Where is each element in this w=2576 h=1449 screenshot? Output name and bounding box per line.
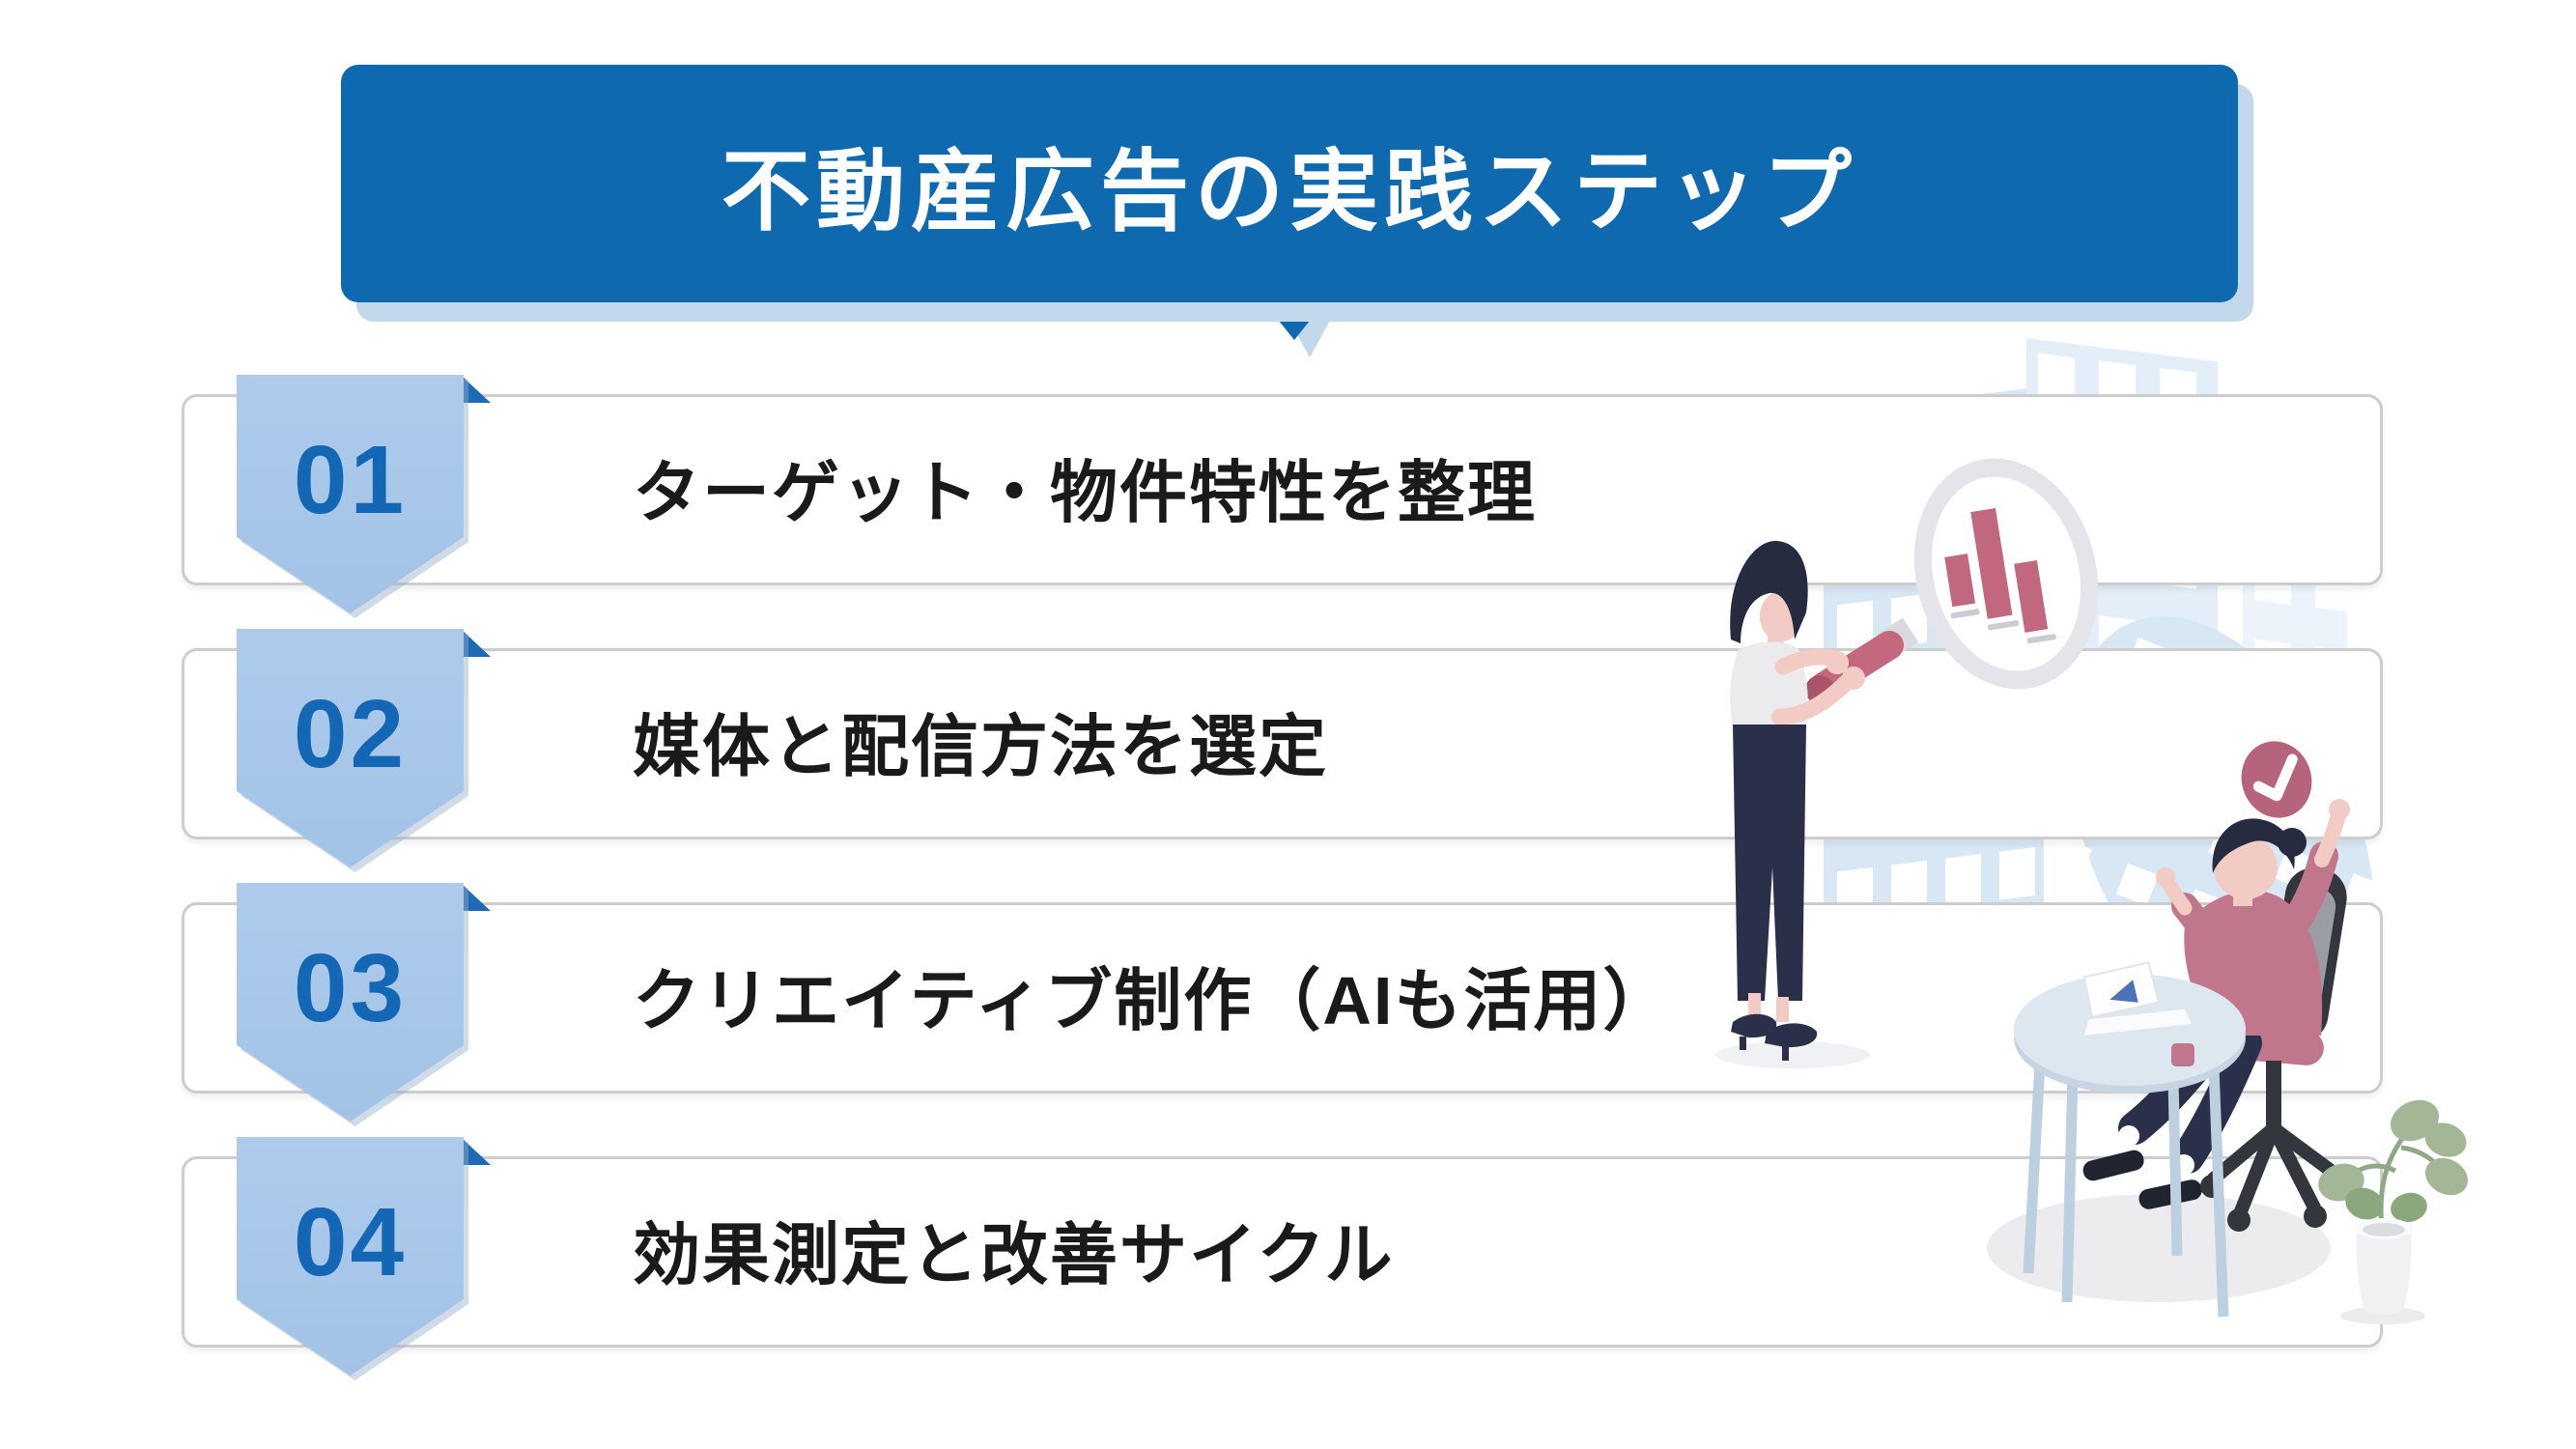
step-label: 効果測定と改善サイクル bbox=[633, 1216, 1395, 1293]
cup-icon bbox=[2171, 1043, 2194, 1066]
step-number: 04 bbox=[293, 1188, 408, 1296]
page-title: 不動産広告の実践ステップ bbox=[721, 142, 1857, 242]
step-number: 03 bbox=[293, 934, 408, 1042]
title-banner: 不動産広告の実践ステップ bbox=[341, 65, 2238, 302]
magnifying-glass-icon bbox=[1805, 458, 2099, 704]
ground-shadow bbox=[1987, 1194, 2331, 1302]
potted-plant-icon bbox=[2318, 1099, 2468, 1316]
step-number: 02 bbox=[293, 680, 408, 788]
step-number: 01 bbox=[293, 426, 408, 534]
step-label: ターゲット・物件特性を整理 bbox=[633, 454, 1537, 530]
ground-shadow bbox=[1715, 1041, 1870, 1068]
step-row-3: 03 クリエイティブ制作（AIも活用） bbox=[0, 883, 2576, 1126]
check-mark-icon bbox=[2241, 741, 2312, 818]
step-label: クリエイティブ制作（AIも活用） bbox=[633, 962, 1673, 1038]
woman-with-magnifier bbox=[1730, 540, 1865, 1061]
bar-chart-icon bbox=[1944, 508, 2056, 644]
step-label: 媒体と配信方法を選定 bbox=[633, 708, 1328, 784]
desk bbox=[2014, 961, 2246, 1318]
step-row-box bbox=[182, 902, 2383, 1094]
laptop-icon bbox=[2082, 961, 2193, 1036]
ground-shadow bbox=[2340, 1307, 2425, 1324]
